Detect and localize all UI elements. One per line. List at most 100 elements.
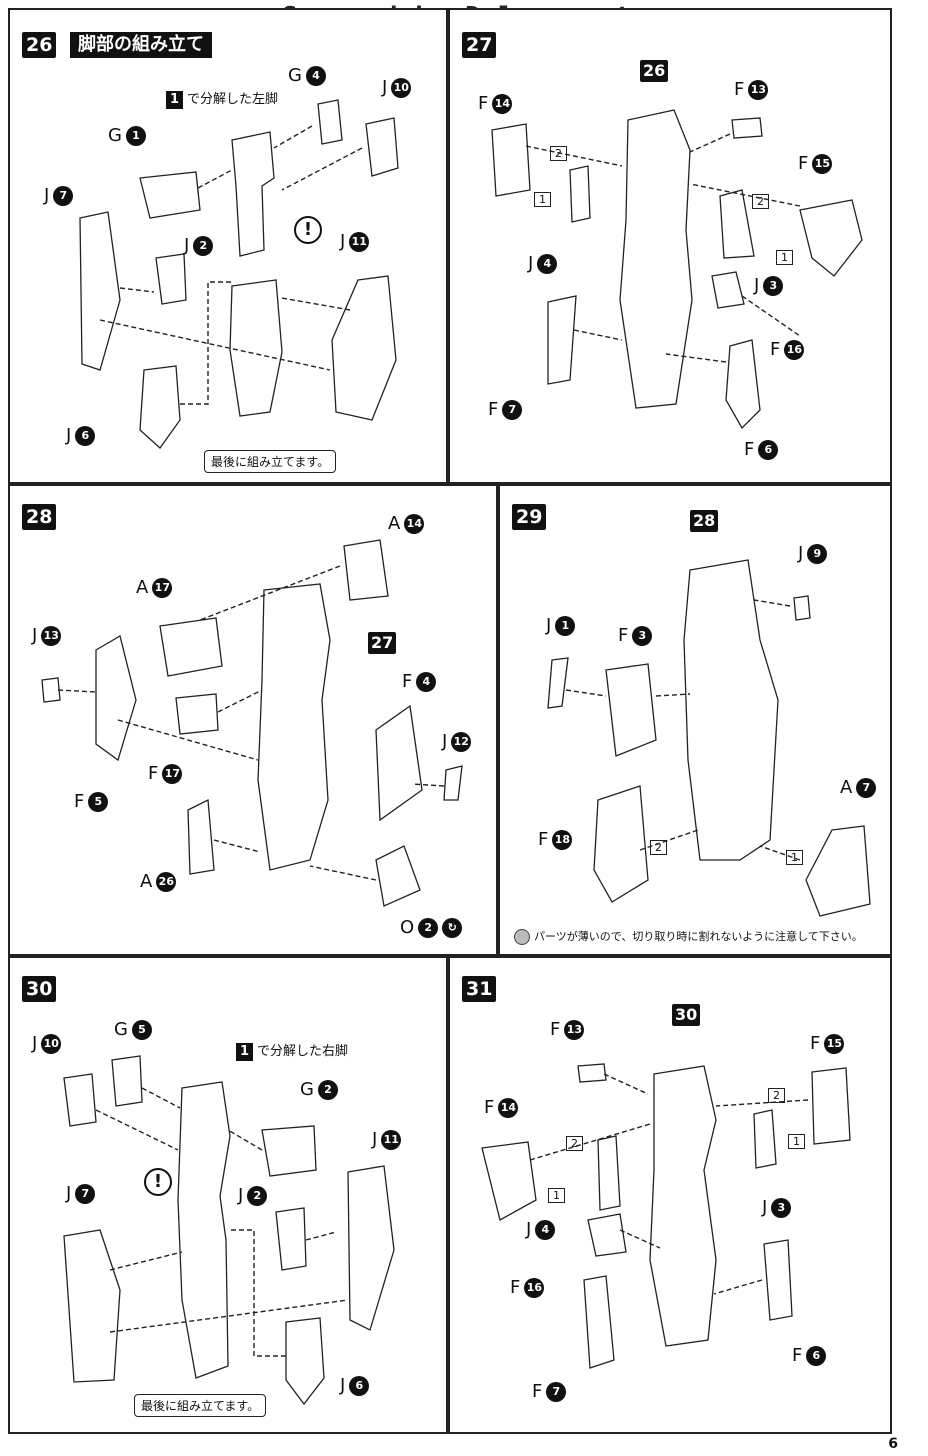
warning-icon: ! (144, 1168, 172, 1196)
part-j7-right (63, 1229, 121, 1383)
part-j10 (365, 117, 399, 177)
part-f13 (731, 117, 763, 139)
part-f15 (799, 199, 863, 277)
part-a14 (343, 539, 389, 601)
rotate-icon: ↻ (442, 918, 463, 938)
page-number: 6 (888, 1436, 898, 1452)
order-mark-1: 1 (776, 250, 793, 265)
part-f16-right (587, 1213, 627, 1257)
leg-assembly-28 (683, 559, 779, 861)
part-g5 (111, 1055, 143, 1107)
step-number: 31 (462, 976, 497, 1002)
part-a7 (805, 825, 871, 917)
thin-part-icon (514, 929, 530, 945)
part-f6 (725, 339, 761, 430)
part-a26 (187, 798, 215, 875)
step-number: 30 (22, 976, 57, 1002)
part-f6-right (763, 1239, 793, 1321)
leg-assembly-26 (619, 109, 693, 409)
part-f14 (491, 123, 531, 197)
order-mark-2: 2 (550, 146, 567, 161)
step-number: 29 (512, 504, 547, 530)
part-f7 (547, 295, 577, 385)
part-f5 (95, 635, 137, 762)
reference-step-badge: 28 (690, 510, 719, 532)
part-f18 (593, 785, 649, 903)
part-f14-right (481, 1141, 537, 1221)
part-j2-right (275, 1207, 307, 1271)
order-mark-2: 2 (650, 840, 667, 855)
part-j4-right (597, 1135, 621, 1211)
part-f4 (375, 704, 423, 822)
part-o2 (375, 845, 421, 907)
part-g4 (317, 99, 343, 145)
reference-step-badge: 30 (672, 1004, 701, 1026)
left-leg-core (229, 131, 283, 417)
step-number: 27 (462, 32, 497, 58)
part-g1 (139, 171, 201, 219)
part-j10-right (63, 1073, 97, 1127)
part-j13 (41, 677, 61, 703)
order-mark-1: 1 (788, 1134, 805, 1149)
part-j6 (139, 365, 181, 449)
part-j11-right (347, 1165, 395, 1331)
part-j9 (793, 595, 811, 621)
order-mark-1: 1 (548, 1188, 565, 1203)
order-mark-1: 1 (786, 850, 803, 865)
part-j2 (155, 253, 187, 305)
warning-icon: ! (294, 216, 322, 244)
part-j7 (79, 211, 121, 371)
part-j1 (547, 657, 569, 709)
order-mark-1: 1 (534, 192, 551, 207)
part-j11 (331, 275, 397, 421)
part-f15-right (811, 1067, 851, 1145)
reference-step-badge: 26 (640, 60, 669, 82)
part-g2 (261, 1125, 317, 1177)
part-j12 (443, 765, 463, 801)
part-f13-right (577, 1063, 607, 1083)
order-mark-2: 2 (768, 1088, 785, 1103)
part-j4 (569, 165, 591, 223)
